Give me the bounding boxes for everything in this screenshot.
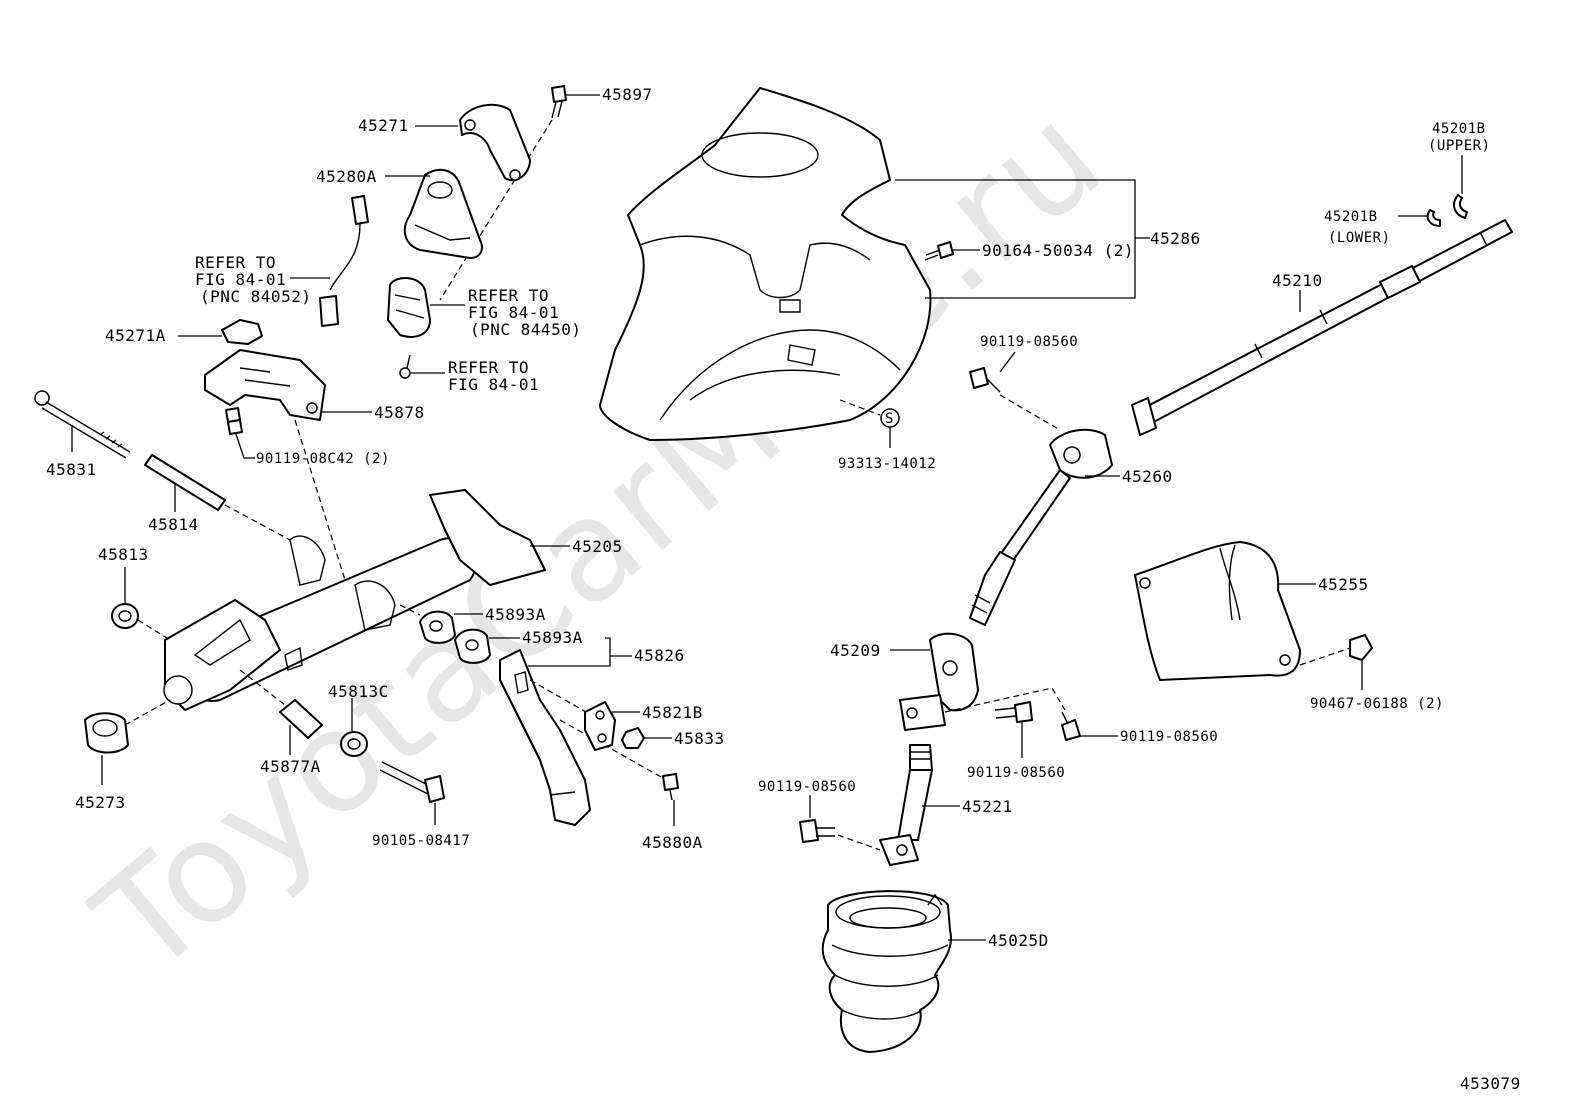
bushing-45273 <box>84 712 129 754</box>
snap-ring-45201B-upper <box>1453 194 1468 219</box>
refer3-line2: FIG 84-01 <box>448 375 539 394</box>
label-45893A-2: 45893A <box>522 628 583 647</box>
label-90467-06188: 90467-06188 (2) <box>1310 696 1444 712</box>
main-shaft-45210 <box>1131 219 1513 436</box>
label-45814: 45814 <box>148 515 199 534</box>
label-45897: 45897 <box>602 85 653 104</box>
label-93313-14012: 93313-14012 <box>838 456 936 472</box>
label-45255: 45255 <box>1318 575 1369 594</box>
cover-45255 <box>1134 541 1301 681</box>
bolt-90119-08560-b <box>1061 711 1081 741</box>
screw-90119-08C42 <box>225 407 243 435</box>
label-upper: (UPPER) <box>1428 138 1491 154</box>
refer2-line2: FIG 84-01 <box>468 303 559 322</box>
label-45201B-lower: 45201B <box>1324 209 1378 225</box>
label-90119-08560-b: 90119-08560 <box>1120 729 1218 745</box>
nut-45833 <box>621 727 645 749</box>
label-45831: 45831 <box>46 460 97 479</box>
label-45813: 45813 <box>98 545 149 564</box>
intermediate-shaft-45260 <box>969 428 1113 626</box>
label-90164-50034: 90164-50034 (2) <box>982 241 1134 260</box>
refer1-line2: FIG 84-01 <box>195 270 286 289</box>
bolt-90119-08560-d <box>799 819 835 843</box>
leader-45826 <box>528 637 611 667</box>
sleeve-45877A <box>279 699 323 739</box>
clip-90467-06188 <box>1349 634 1373 661</box>
label-45201B-upper: 45201B <box>1432 121 1486 137</box>
bolt-90119-08560-c <box>994 701 1033 723</box>
label-45271: 45271 <box>358 116 409 135</box>
bushing-45813C <box>340 731 368 757</box>
leader-45286 <box>895 179 1136 299</box>
bolt-45897 <box>551 85 567 119</box>
label-45273: 45273 <box>75 793 126 812</box>
bolt-45880A <box>662 773 679 801</box>
bolt-90119-08560-a <box>969 367 1001 393</box>
label-90105-08417: 90105-08417 <box>372 833 470 849</box>
refer1-line1: REFER TO <box>195 253 276 272</box>
refer2-line3: (PNC 84450) <box>470 320 581 339</box>
s-marker-text: S <box>885 411 894 427</box>
column-cover-45286 <box>599 87 932 441</box>
label-45025D: 45025D <box>988 931 1049 950</box>
snap-ring-45201B-lower <box>1426 209 1441 227</box>
label-90119-08560-c: 90119-08560 <box>967 765 1065 781</box>
label-lower: (LOWER) <box>1328 230 1391 246</box>
lock-housing-45280A <box>403 168 483 259</box>
label-45877A: 45877A <box>260 757 321 776</box>
label-45260: 45260 <box>1122 467 1173 486</box>
label-45210: 45210 <box>1272 271 1323 290</box>
bolt-90105-08417 <box>379 761 445 803</box>
label-45878: 45878 <box>374 403 425 422</box>
refer3-line1: REFER TO <box>448 358 529 377</box>
label-45893A-1: 45893A <box>485 605 546 624</box>
wire-harness <box>319 195 369 327</box>
tilt-lever-assembly <box>499 649 591 826</box>
label-45286: 45286 <box>1150 229 1201 248</box>
clamp-45271 <box>459 103 531 182</box>
pin-45814 <box>144 454 226 511</box>
label-45813C: 45813C <box>328 682 389 701</box>
clip-45271A <box>221 319 263 345</box>
bushing-45893A-2 <box>454 628 491 664</box>
label-45880A: 45880A <box>642 833 703 852</box>
bolt-45831 <box>34 390 131 459</box>
refer2-line1: REFER TO <box>468 286 549 305</box>
ignition-switch <box>387 277 431 338</box>
lower-shaft-45221 <box>879 744 933 866</box>
boot-45025D <box>821 890 952 1053</box>
universal-joint-45209 <box>899 632 979 731</box>
label-45280A: 45280A <box>316 167 377 186</box>
label-45821B: 45821B <box>642 703 703 722</box>
label-90119-08560-a: 90119-08560 <box>980 334 1078 350</box>
label-45833: 45833 <box>674 729 725 748</box>
label-45826: 45826 <box>634 646 685 665</box>
bushing-45813 <box>111 603 139 629</box>
label-45205: 45205 <box>572 537 623 556</box>
label-90119-08C42: 90119-08C42 (2) <box>256 451 390 467</box>
column-tube-45205 <box>163 489 546 711</box>
bracket-45878 <box>204 349 326 421</box>
refer1-line3: (PNC 84052) <box>200 287 311 306</box>
label-90119-08560-d: 90119-08560 <box>758 779 856 795</box>
bushing-45893A-1 <box>419 610 456 644</box>
label-45209: 45209 <box>830 641 881 660</box>
plate-45821B <box>584 701 616 751</box>
label-45271A: 45271A <box>105 326 166 345</box>
screw-refer3 <box>399 354 411 379</box>
label-45221: 45221 <box>962 797 1013 816</box>
diagram-id: 453079 <box>1460 1074 1521 1093</box>
screw-90164-50034 <box>924 241 954 261</box>
